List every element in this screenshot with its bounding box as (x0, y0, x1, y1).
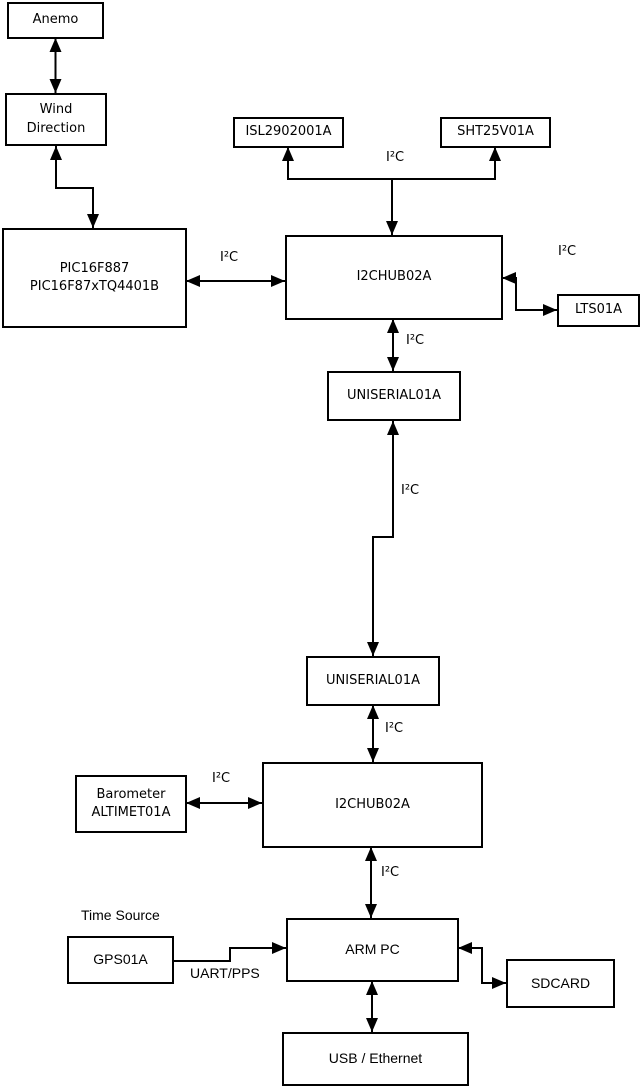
node-label: PIC16F87xTQ4401B (29, 279, 160, 294)
arrowhead-up-icon (365, 847, 377, 861)
arrowhead-right-icon (492, 977, 506, 989)
node-isl2902001a: ISL2902001A (233, 117, 344, 148)
node-label: GPS01A (93, 951, 148, 968)
arrowhead-down-icon (367, 748, 379, 762)
arrowhead-up-icon (49, 38, 62, 52)
arrowhead-up-icon (387, 421, 399, 435)
node-usb-ethernet: USB / Ethernet (282, 1032, 469, 1086)
arrowhead-down-icon (366, 1018, 378, 1032)
arrowhead-up-icon (367, 705, 379, 719)
node-label: Wind (39, 102, 73, 118)
edge-pic-hub1 (186, 275, 285, 287)
node-label: SDCARD (530, 974, 591, 991)
node-label: ARM PC (345, 941, 400, 958)
arrowhead-down-icon (87, 214, 99, 228)
arrowhead-up-icon (282, 147, 294, 161)
node-pic16f887: PIC16F887 PIC16F87xTQ4401B (2, 228, 187, 328)
edge-hub1-lts (502, 272, 557, 316)
annotation-time-source: Time Source (81, 907, 160, 923)
edge-label-uniserial2-hub2-i2c: I²C (385, 721, 404, 736)
edge-uniserial1-uniserial2 (367, 421, 399, 656)
arrowhead-down-icon (387, 357, 399, 371)
node-sdcard: SDCARD (506, 959, 615, 1008)
arrowhead-left-icon (186, 797, 200, 809)
arrowhead-up-icon (489, 147, 501, 161)
arrowhead-right-icon (272, 942, 286, 954)
edge-uniserial2-hub2 (367, 705, 379, 762)
arrowhead-up-icon (50, 146, 62, 160)
edge-armpc-sdcard (458, 942, 506, 989)
arrowhead-right-icon (248, 797, 262, 809)
node-anemo: Anemo (7, 2, 104, 39)
arrowhead-left-icon (186, 275, 200, 287)
arrowhead-left-icon (458, 942, 472, 954)
edge-hub2-armpc (365, 847, 377, 918)
arrowhead-right-icon (543, 304, 557, 316)
node-label: UNISERIAL01A (326, 672, 420, 688)
node-label: USB / Ethernet (328, 1050, 423, 1067)
edge-label-hub1-lts-i2c: I²C (558, 244, 577, 259)
edge-anemo-wind (49, 38, 62, 93)
node-label: LTS01A (574, 302, 623, 318)
node-sht25v01a: SHT25V01A (440, 117, 551, 148)
node-label: Barometer (96, 786, 166, 802)
arrowhead-up-icon (387, 319, 399, 333)
node-label: UNISERIAL01A (347, 387, 441, 403)
node-label: I2CHUB02A (335, 796, 410, 812)
node-label: I2CHUB02A (356, 269, 432, 285)
node-arm-pc: ARM PC (286, 918, 459, 982)
edge-label-pic-hub1-i2c: I²C (220, 250, 239, 265)
arrowhead-left-icon (502, 272, 516, 284)
edge-hub1-uniserial1 (387, 319, 399, 371)
node-uniserial01a-upper: UNISERIAL01A (327, 371, 461, 421)
edge-barometer-hub2 (186, 797, 262, 809)
node-label: ISL2902001A (245, 124, 332, 140)
node-label: ALTIMET01A (91, 805, 171, 820)
arrowhead-down-icon (386, 221, 398, 235)
node-label: PIC16F887 (59, 260, 130, 276)
edge-label-hub1-uniserial1-i2c: I²C (406, 333, 425, 348)
node-lts01a: LTS01A (557, 294, 640, 327)
arrowhead-up-icon (366, 981, 378, 995)
node-i2chub02a-lower: I2CHUB02A (262, 762, 483, 848)
node-label: SHT25V01A (457, 124, 534, 140)
node-label: Anemo (32, 12, 79, 28)
node-i2chub02a-upper: I2CHUB02A (285, 235, 503, 320)
node-label: Direction (26, 120, 86, 136)
edge-label-uart-pps: UART/PPS (190, 965, 260, 981)
node-barometer-altimet01a: Barometer ALTIMET01A (75, 775, 187, 833)
arrowhead-right-icon (271, 275, 285, 287)
edge-hub1-sensors (282, 147, 501, 235)
edge-wind-pic (50, 146, 99, 228)
node-wind-direction: Wind Direction (5, 93, 107, 146)
arrowhead-down-icon (367, 642, 379, 656)
edge-label-sensor-bus-i2c: I²C (386, 150, 405, 165)
edge-label-uniserial-link-i2c: I²C (401, 483, 420, 498)
arrowhead-down-icon (365, 904, 377, 918)
edge-gps-armpc (173, 942, 286, 962)
edge-label-barometer-hub2-i2c: I²C (212, 771, 231, 786)
edge-armpc-usb (366, 981, 378, 1032)
edge-label-hub2-armpc-i2c: I²C (381, 865, 400, 880)
arrowhead-down-icon (49, 79, 62, 93)
node-gps01a: GPS01A (67, 936, 174, 984)
node-uniserial01a-lower: UNISERIAL01A (306, 656, 440, 706)
